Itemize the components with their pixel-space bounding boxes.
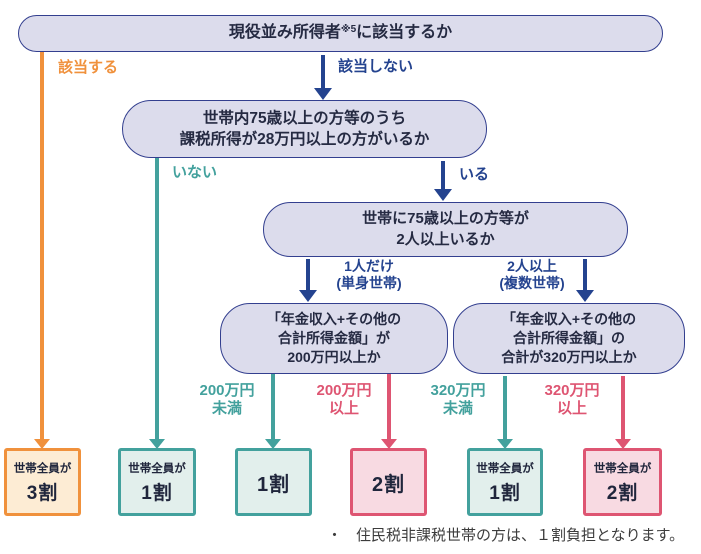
edge-label-line2: (複数世帯) (499, 275, 565, 292)
result-label: 世帯全員が (128, 462, 186, 475)
edge-label-line2: 未満 (442, 400, 473, 418)
result-box-20pct: 2割 (350, 448, 427, 516)
connector-navy-line-1 (321, 55, 325, 89)
result-label: 世帯全員が (13, 462, 72, 475)
edge-label-yes: いる (459, 166, 490, 183)
edge-label-line2: 以上 (328, 400, 359, 418)
question-text-line1: 世帯内75歳以上の方等のうち (202, 109, 407, 127)
connector-navy-line-4 (583, 259, 587, 291)
edge-label-line1: 200万円 (316, 382, 372, 399)
question-text-line1: 「年金収入+その他の (266, 310, 402, 327)
arrow-down-icon (314, 88, 332, 100)
result-value: 3割 (26, 482, 59, 504)
result-box-10pct: 1割 (235, 448, 312, 516)
question-text-line3: 200万円以上か (287, 349, 381, 366)
result-box-all-10pct-multi: 世帯全員が 1割 (467, 448, 543, 516)
result-value: 2割 (371, 473, 406, 496)
question-box-income-200man: 「年金収入+その他の 合計所得金額」が 200万円以上か (220, 303, 448, 374)
result-label: 世帯全員が (476, 462, 534, 475)
question-text-line2: 2人以上いるか (396, 230, 495, 248)
question-text-line1: 「年金収入+その他の (501, 310, 637, 327)
footnote-marker: ※5 (340, 24, 357, 36)
result-value: 2割 (606, 482, 639, 504)
bullet-icon: ・ (327, 527, 343, 544)
edge-label-one-person: 1人だけ (単身世帯) (316, 258, 422, 292)
question-box-genneki-income: 現役並み所得者※5に該当するか (18, 15, 663, 52)
question-text-line2: 合計所得金額」の (513, 329, 625, 346)
edge-label-under-320man: 320万円 未満 (423, 382, 493, 419)
result-label: 世帯全員が (593, 462, 652, 475)
arrow-down-icon (576, 290, 594, 302)
question-text-line1: 世帯に75歳以上の方等が (362, 209, 529, 227)
edge-label-line1: 320万円 (430, 382, 486, 399)
connector-orange-line (40, 52, 44, 440)
connector-navy-line-2 (441, 161, 445, 190)
connector-pink-line-1 (387, 374, 391, 440)
arrow-down-icon (381, 439, 397, 449)
arrow-down-icon (265, 439, 281, 449)
result-value: 1割 (489, 482, 521, 504)
question-box-two-or-more-elderly: 世帯に75歳以上の方等が 2人以上いるか (263, 202, 628, 257)
edge-label-two-or-more: 2人以上 (複数世帯) (484, 258, 580, 292)
connector-pink-line-2 (621, 376, 625, 440)
question-text-line2: 課税所得が28万円以上の方がいるか (179, 131, 430, 148)
question-text-line3: 合計が320万円以上か (501, 349, 637, 366)
question-text-pre: 現役並み所得者 (228, 24, 341, 42)
arrow-down-icon (434, 189, 452, 201)
question-box-income-320man: 「年金収入+その他の 合計所得金額」の 合計が320万円以上か (453, 303, 685, 374)
result-box-all-30pct: 世帯全員が 3割 (4, 448, 81, 516)
arrow-down-icon (299, 290, 317, 302)
connector-teal-line-1 (155, 158, 159, 440)
edge-label-applies: 該当する (58, 59, 119, 76)
edge-label-line1: 2人以上 (507, 258, 557, 274)
arrow-down-icon (34, 439, 50, 449)
result-value: 1割 (256, 473, 291, 496)
connector-navy-line-3 (306, 259, 310, 291)
connector-teal-line-2 (271, 374, 275, 440)
arrow-down-icon (149, 439, 165, 449)
question-box-taxable-income-28man: 世帯内75歳以上の方等のうち 課税所得が28万円以上の方がいるか (122, 100, 487, 158)
edge-label-over-320man: 320万円 以上 (537, 382, 607, 419)
question-text-line2: 合計所得金額」が (278, 329, 390, 346)
edge-label-over-200man: 200万円 以上 (309, 382, 379, 419)
connector-teal-line-3 (503, 376, 507, 440)
result-box-all-10pct: 世帯全員が 1割 (118, 448, 196, 516)
edge-label-line2: 未満 (211, 400, 242, 418)
result-box-all-20pct-multi: 世帯全員が 2割 (583, 448, 662, 516)
question-text: 現役並み所得者※5に該当するか (229, 22, 452, 44)
footnote-text: 住民税非課税世帯の方は、１割負担となります。 (356, 527, 685, 544)
footnote: ・ 住民税非課税世帯の方は、１割負担となります。 (327, 524, 684, 545)
edge-label-line1: 320万円 (544, 382, 600, 399)
edge-label-line2: (単身世帯) (336, 275, 402, 292)
arrow-down-icon (615, 439, 631, 449)
edge-label-no-one: いない (172, 164, 218, 181)
edge-label-line2: 以上 (556, 400, 587, 418)
edge-label-line1: 1人だけ (344, 258, 394, 274)
question-text-post: に該当するか (356, 24, 453, 42)
edge-label-line1: 200万円 (199, 382, 255, 399)
arrow-down-icon (497, 439, 513, 449)
edge-label-under-200man: 200万円 未満 (192, 382, 262, 419)
result-value: 1割 (141, 482, 173, 504)
edge-label-not-applies: 該当しない (338, 58, 414, 75)
